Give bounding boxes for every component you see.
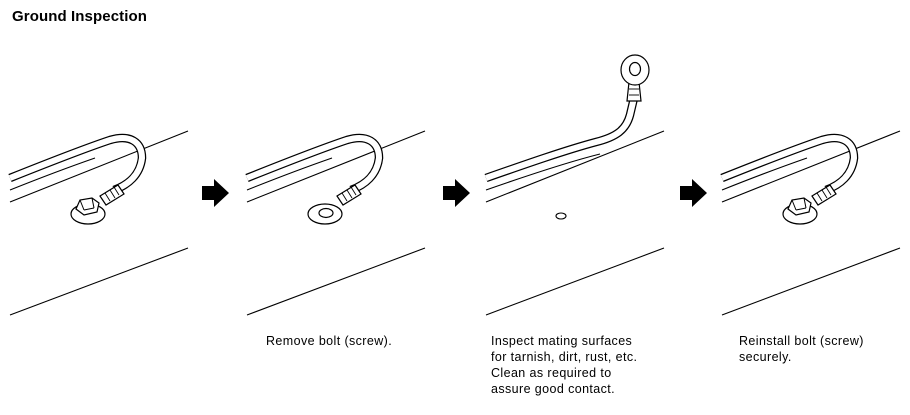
step-2-caption: Remove bolt (screw). bbox=[266, 334, 393, 348]
step-1-drawing bbox=[10, 130, 189, 316]
arrow-1 bbox=[202, 179, 229, 207]
step-4-drawing bbox=[722, 130, 901, 316]
arrow-3 bbox=[680, 179, 707, 207]
step-3-drawing bbox=[484, 54, 665, 316]
page-title: Ground Inspection bbox=[12, 8, 148, 25]
step-3-caption: Inspect mating surfaces for tarnish, dir… bbox=[491, 334, 638, 396]
arrow-2 bbox=[443, 179, 470, 207]
step-4-caption: Reinstall bolt (screw) securely. bbox=[739, 334, 864, 364]
step-2-drawing bbox=[247, 130, 426, 316]
